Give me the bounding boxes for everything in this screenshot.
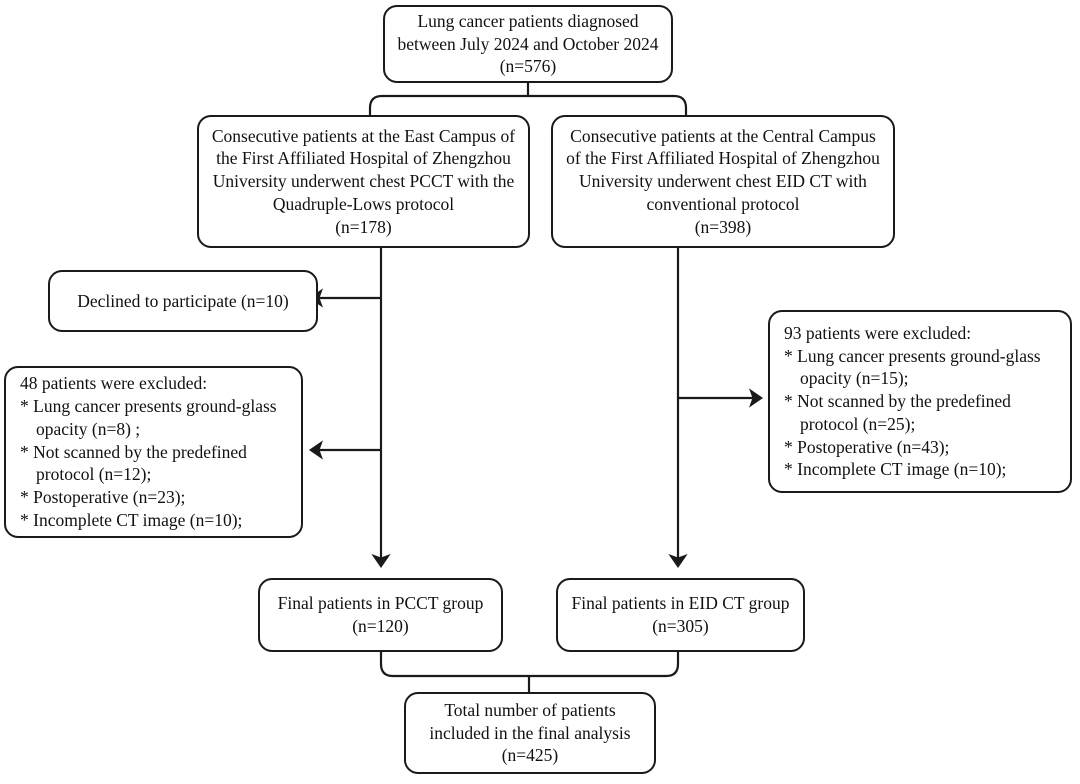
left-exclusion-line-5: protocol (n=12); [36, 464, 152, 485]
right-branch-line-5: (n=398) [694, 216, 752, 237]
node-right-exclusions: 93 patients were excluded: * Lung cancer… [768, 310, 1072, 493]
declined-line-1: Declined to participate (n=10) [77, 290, 289, 311]
left-exclusion-line-6: * Postoperative (n=23); [20, 487, 186, 508]
total-line-3: (n=425) [501, 745, 559, 766]
total-line-1: Total number of patients [444, 699, 616, 720]
right-exclusion-line-5: protocol (n=25); [800, 413, 916, 434]
right-exclusion-line-4: * Not scanned by the predefined [784, 391, 1011, 412]
right-branch-line-2: of the First Affiliated Hospital of Zhen… [566, 148, 880, 169]
source-line-3: (n=576) [499, 56, 557, 77]
total-line-2: included in the final analysis [429, 722, 631, 743]
left-exclusion-line-4: * Not scanned by the predefined [20, 441, 247, 462]
right-exclusion-line-3: opacity (n=15); [800, 368, 909, 389]
final-left-line-1: Final patients in PCCT group [277, 593, 484, 614]
final-left-line-2: (n=120) [352, 616, 409, 636]
node-east-campus-pcct: Consecutive patients at the East Campus … [197, 115, 530, 248]
source-line-1: Lung cancer patients diagnosed [417, 10, 639, 31]
left-exclusion-line-3: opacity (n=8) ; [36, 418, 141, 439]
right-exclusion-line-6: * Postoperative (n=43); [784, 436, 950, 457]
node-total-included: Total number of patients included in the… [404, 692, 656, 774]
node-source-cohort: Lung cancer patients diagnosed between J… [383, 5, 673, 83]
right-branch-line-3: University underwent chest EID CT with [579, 171, 867, 192]
left-branch-line-4: Quadruple-Lows protocol [272, 193, 455, 214]
left-branch-line-3: University underwent chest PCCT with the [212, 171, 515, 192]
source-line-2: between July 2024 and October 2024 [397, 33, 659, 54]
node-final-eidct-group: Final patients in EID CT group (n=305) [556, 578, 805, 652]
final-right-line-1: Final patients in EID CT group [571, 593, 790, 614]
right-branch-line-4: conventional protocol [646, 193, 800, 214]
right-branch-line-1: Consecutive patients at the Central Camp… [570, 125, 876, 146]
left-branch-line-2: the First Affiliated Hospital of Zhengzh… [216, 148, 511, 169]
node-left-exclusions: 48 patients were excluded: * Lung cancer… [4, 366, 303, 538]
node-final-pcct-group: Final patients in PCCT group (n=120) [258, 578, 503, 652]
left-branch-line-1: Consecutive patients at the East Campus … [211, 125, 516, 146]
connector-merge-left [379, 652, 529, 678]
node-central-campus-eidct: Consecutive patients at the Central Camp… [551, 115, 895, 248]
left-exclusion-line-2: * Lung cancer presents ground-glass [20, 396, 277, 417]
left-exclusion-line-1: 48 patients were excluded: [20, 373, 208, 394]
connector-split-right [528, 94, 688, 115]
connector-split-left [368, 94, 528, 115]
connector-merge-right [529, 652, 680, 678]
right-exclusion-line-2: * Lung cancer presents ground-glass [784, 345, 1041, 366]
right-exclusion-line-7: * Incomplete CT image (n=10); [784, 459, 1007, 480]
left-branch-line-5: (n=178) [335, 216, 392, 237]
left-exclusion-line-7: * Incomplete CT image (n=10); [20, 509, 243, 530]
final-right-line-2: (n=305) [652, 616, 709, 636]
right-exclusion-line-1: 93 patients were excluded: [784, 322, 972, 343]
node-declined-to-participate: Declined to participate (n=10) [48, 270, 318, 332]
